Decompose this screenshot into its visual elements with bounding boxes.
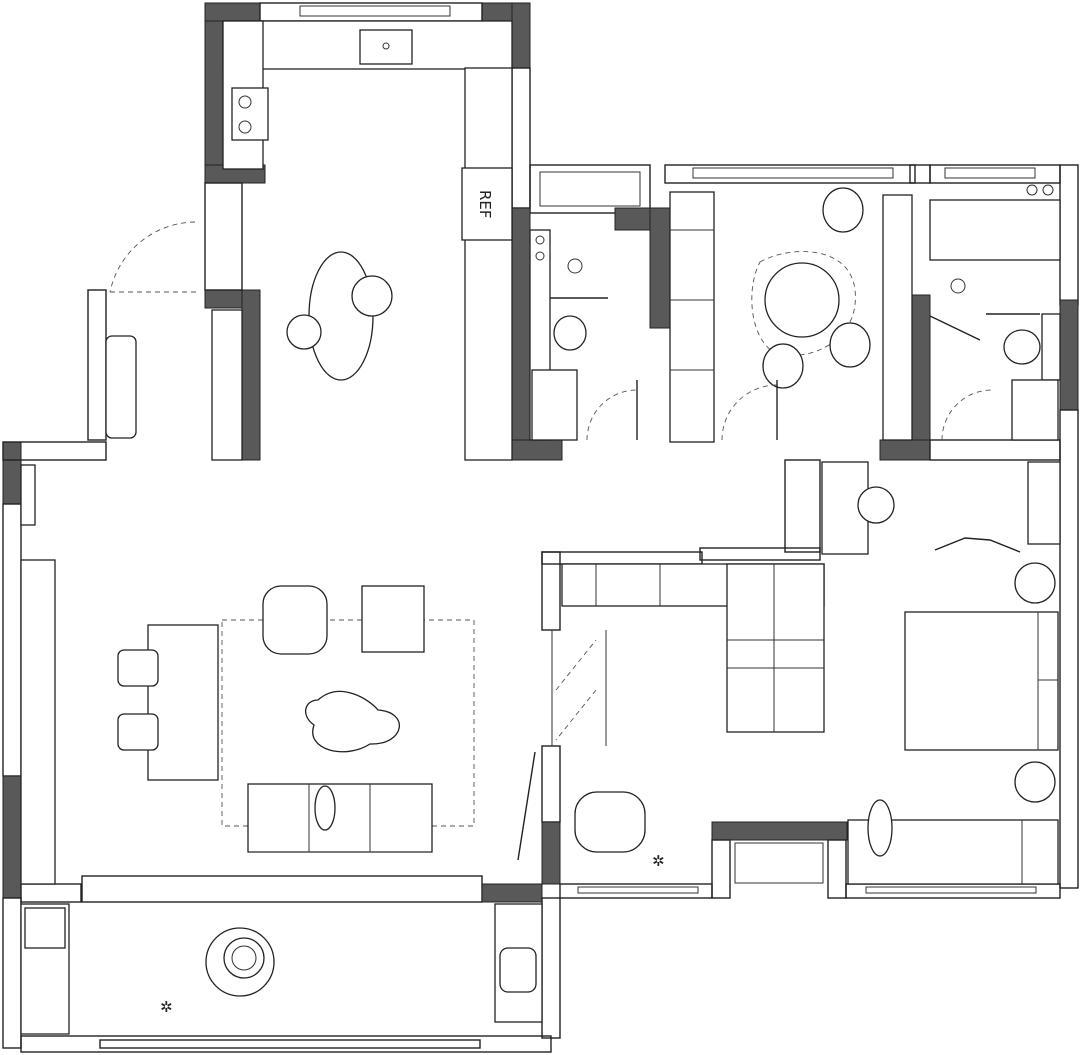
bathroom-1 bbox=[529, 229, 638, 441]
study: ✲ bbox=[551, 563, 825, 870]
cooktop bbox=[231, 87, 269, 141]
kitchen: REF bbox=[105, 20, 513, 461]
bedroom-2 bbox=[669, 187, 913, 443]
bed bbox=[904, 611, 1059, 751]
lounge-chair bbox=[822, 187, 864, 233]
bedside-lamp bbox=[1014, 761, 1056, 803]
living-room bbox=[20, 464, 536, 885]
bathtub bbox=[929, 199, 1061, 261]
plant-icon: ✲ bbox=[652, 852, 665, 870]
shoe-cabinet bbox=[211, 309, 243, 461]
dining-table bbox=[308, 251, 374, 381]
person-figure bbox=[867, 799, 893, 857]
laundry-sink bbox=[499, 947, 537, 993]
kitchen-sink bbox=[359, 29, 413, 65]
tv-cabinet bbox=[20, 559, 56, 885]
coffee-table bbox=[305, 690, 400, 753]
desk-chair bbox=[857, 486, 895, 524]
toilet bbox=[1003, 329, 1041, 365]
master-bedroom bbox=[821, 461, 1061, 885]
armchair bbox=[262, 585, 328, 655]
balcony: ✲ bbox=[20, 903, 543, 1035]
entry-bench bbox=[105, 335, 137, 439]
plant-icon: ✲ bbox=[160, 998, 173, 1016]
bedside-lamp bbox=[1014, 562, 1056, 604]
lounge-chair bbox=[762, 343, 804, 389]
vanity bbox=[531, 369, 578, 441]
dining-chair bbox=[286, 314, 322, 350]
bar-stool bbox=[117, 649, 159, 687]
lounge-chair bbox=[829, 322, 871, 368]
toilet bbox=[553, 315, 587, 351]
person-figure bbox=[314, 785, 336, 831]
desk bbox=[147, 624, 219, 781]
fridge-label: REF bbox=[476, 190, 494, 219]
vanity bbox=[1011, 379, 1059, 441]
bar-stool bbox=[117, 713, 159, 751]
dining-chair bbox=[351, 275, 393, 317]
sofa bbox=[247, 783, 433, 853]
round-table bbox=[764, 262, 840, 338]
wardrobe bbox=[669, 191, 715, 443]
refrigerator bbox=[461, 167, 513, 241]
rug bbox=[221, 619, 475, 827]
lounge-chair bbox=[361, 585, 425, 653]
armchair bbox=[574, 791, 646, 853]
bookshelf bbox=[726, 563, 825, 733]
bathroom-2 bbox=[929, 184, 1061, 441]
